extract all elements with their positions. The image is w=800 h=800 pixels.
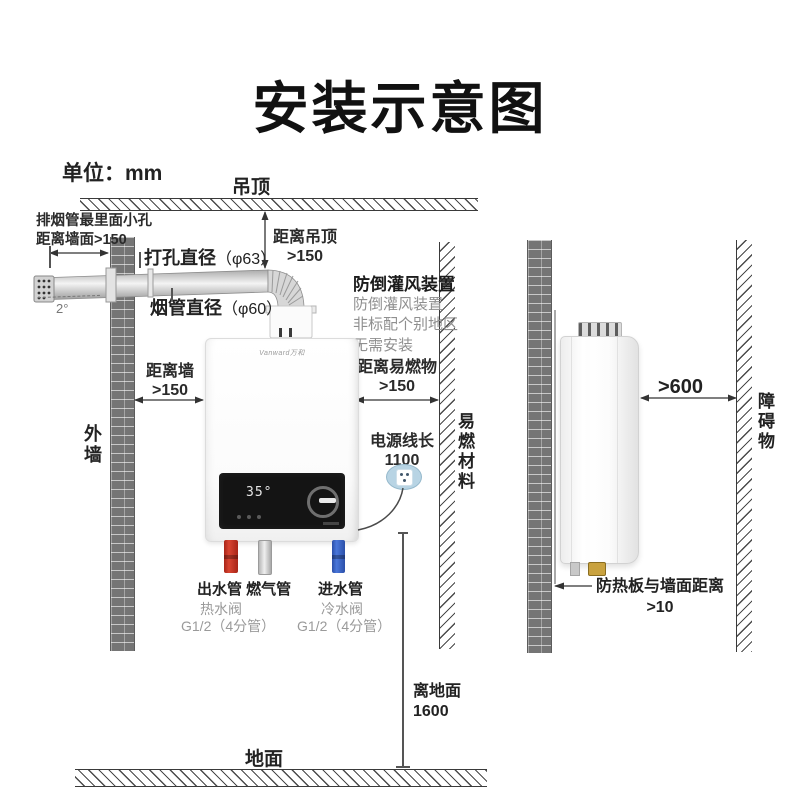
drill-diameter-label: 打孔直径 xyxy=(144,248,216,268)
ceiling-hatch xyxy=(80,198,478,211)
power-socket-icon xyxy=(386,464,422,490)
ceiling-clearance-label: 距离吊顶 xyxy=(272,229,337,246)
backflow-note-line2: 非标配个别地区 xyxy=(353,316,459,334)
dial-indicator xyxy=(319,498,336,503)
floor-dim-top-tick xyxy=(398,532,408,534)
ceiling-dim-arrow xyxy=(261,211,269,269)
obstacle-clearance-value: >600 xyxy=(658,376,704,398)
ceiling-clearance: 距离吊顶 >150 xyxy=(272,228,338,266)
inlet-label: 进水管 xyxy=(318,581,364,598)
exterior-wall-label: 外墙 xyxy=(82,424,102,466)
ceiling-clearance-value: >150 xyxy=(286,248,324,266)
flammable-clearance-value: >150 xyxy=(378,378,416,396)
control-dial xyxy=(307,486,339,518)
hot-water-pipe xyxy=(224,540,238,573)
backflow-note-line3: 无需安装 xyxy=(353,336,414,354)
water-heater-front: Vanward万和 35° xyxy=(205,338,359,542)
obstacle-boundary-hatch xyxy=(736,240,752,652)
wall-clearance-value: >150 xyxy=(151,382,189,400)
wall-clearance: 距离墙 >150 xyxy=(136,362,204,400)
obstacle-label: 障碍物 xyxy=(755,392,774,452)
side-bottom-pipe xyxy=(570,562,580,576)
flue-diameter-label: 烟管直径 xyxy=(150,298,222,318)
heat-shield-line xyxy=(554,310,556,584)
floor-dim-line xyxy=(402,532,404,768)
flue-pipe-graphic xyxy=(33,267,317,339)
exhaust-hole-dim-tick xyxy=(49,246,51,268)
flue-wall-collar xyxy=(105,267,117,303)
unit-label: 单位：mm xyxy=(62,162,163,185)
hot-valve-label: 热水阀 xyxy=(200,601,242,617)
heat-shield-dim-arrow xyxy=(554,582,592,590)
cold-water-pipe xyxy=(332,540,345,573)
flammable-boundary-hatch xyxy=(439,242,455,649)
exhaust-hole-note: 排烟管最里面小孔 距离墙面>150 xyxy=(36,212,152,250)
heat-shield-clearance-value: >10 xyxy=(646,598,674,616)
flue-vent-holes xyxy=(37,279,51,300)
side-wall-column xyxy=(527,240,552,653)
flammable-clearance: 距离易燃物 >150 xyxy=(356,358,438,396)
exhaust-hole-note-line1: 排烟管最里面小孔 xyxy=(36,213,152,229)
heat-shield-clearance-label: 防热板与墙面距离 xyxy=(596,578,725,595)
ground-label: 地面 xyxy=(245,749,284,770)
exhaust-hole-note-line2: 距离墙面>150 xyxy=(36,231,127,248)
floor-clearance-label: 离地面 xyxy=(413,683,462,700)
flammable-clearance-label: 距离易燃物 xyxy=(356,359,437,376)
panel-buttons xyxy=(237,506,267,524)
brand-logo: Vanward万和 xyxy=(259,350,305,357)
flue-diameter-note: 烟管直径（φ60） xyxy=(150,294,282,320)
exhaust-hole-dim-arrow xyxy=(49,249,109,257)
backflow-note: 防倒灌风装置 防倒灌风装置 非标配个别地区 无需安装 xyxy=(353,270,458,356)
ceiling-label: 吊顶 xyxy=(232,177,271,198)
flue-diameter-value: （φ60） xyxy=(222,301,283,318)
exterior-wall-column xyxy=(110,237,135,651)
hot-pipe-ring xyxy=(224,555,238,559)
gas-pipe xyxy=(258,540,272,575)
obstacle-dim-arrow xyxy=(640,394,737,402)
flue-elbow-corrugation xyxy=(271,269,304,306)
flue-leader-tick xyxy=(171,288,173,301)
temperature-display: 35° xyxy=(246,485,273,500)
flammable-label: 易燃材料 xyxy=(455,412,474,492)
cold-valve-spec: G1/2（4分管） xyxy=(297,618,392,634)
floor-dim-bottom-tick xyxy=(396,766,410,768)
slope-angle-label: 2° xyxy=(56,301,69,316)
power-cord-curve xyxy=(357,487,404,531)
power-cord-note: 电源线长 1100 xyxy=(368,432,436,470)
drill-diameter-note: 打孔直径（φ63） xyxy=(144,244,276,270)
wall-dim-arrow xyxy=(134,396,204,404)
flue-joint-ring xyxy=(147,268,154,298)
heat-shield-clearance: 防热板与墙面距离 >10 xyxy=(596,577,724,619)
floor-clearance: 离地面 1600 xyxy=(413,682,461,722)
backflow-title: 防倒灌风装置 xyxy=(353,275,455,294)
wall-clearance-label: 距离墙 xyxy=(145,363,194,380)
ground-hatch xyxy=(75,769,487,787)
water-heater-side xyxy=(560,336,639,564)
cold-valve-label: 冷水阀 xyxy=(321,601,363,617)
outlet-gas-label: 出水管 燃气管 xyxy=(197,581,292,598)
floor-clearance-value: 1600 xyxy=(413,703,449,720)
side-brass-valve xyxy=(588,562,606,576)
flammable-dim-arrow xyxy=(355,396,439,404)
control-panel: 35° xyxy=(219,473,345,529)
page-title: 安装示意图 xyxy=(252,77,548,140)
power-cord-label: 电源线长 xyxy=(369,433,434,450)
flue-end-cap xyxy=(33,275,55,303)
panel-model-text xyxy=(323,522,339,525)
drill-leader-tick xyxy=(139,252,141,268)
cold-pipe-ring xyxy=(332,555,345,559)
hot-valve-spec: G1/2（4分管） xyxy=(181,618,276,634)
drill-diameter-value: （φ63） xyxy=(216,251,277,268)
backflow-note-line1: 防倒灌风装置 xyxy=(353,296,444,313)
